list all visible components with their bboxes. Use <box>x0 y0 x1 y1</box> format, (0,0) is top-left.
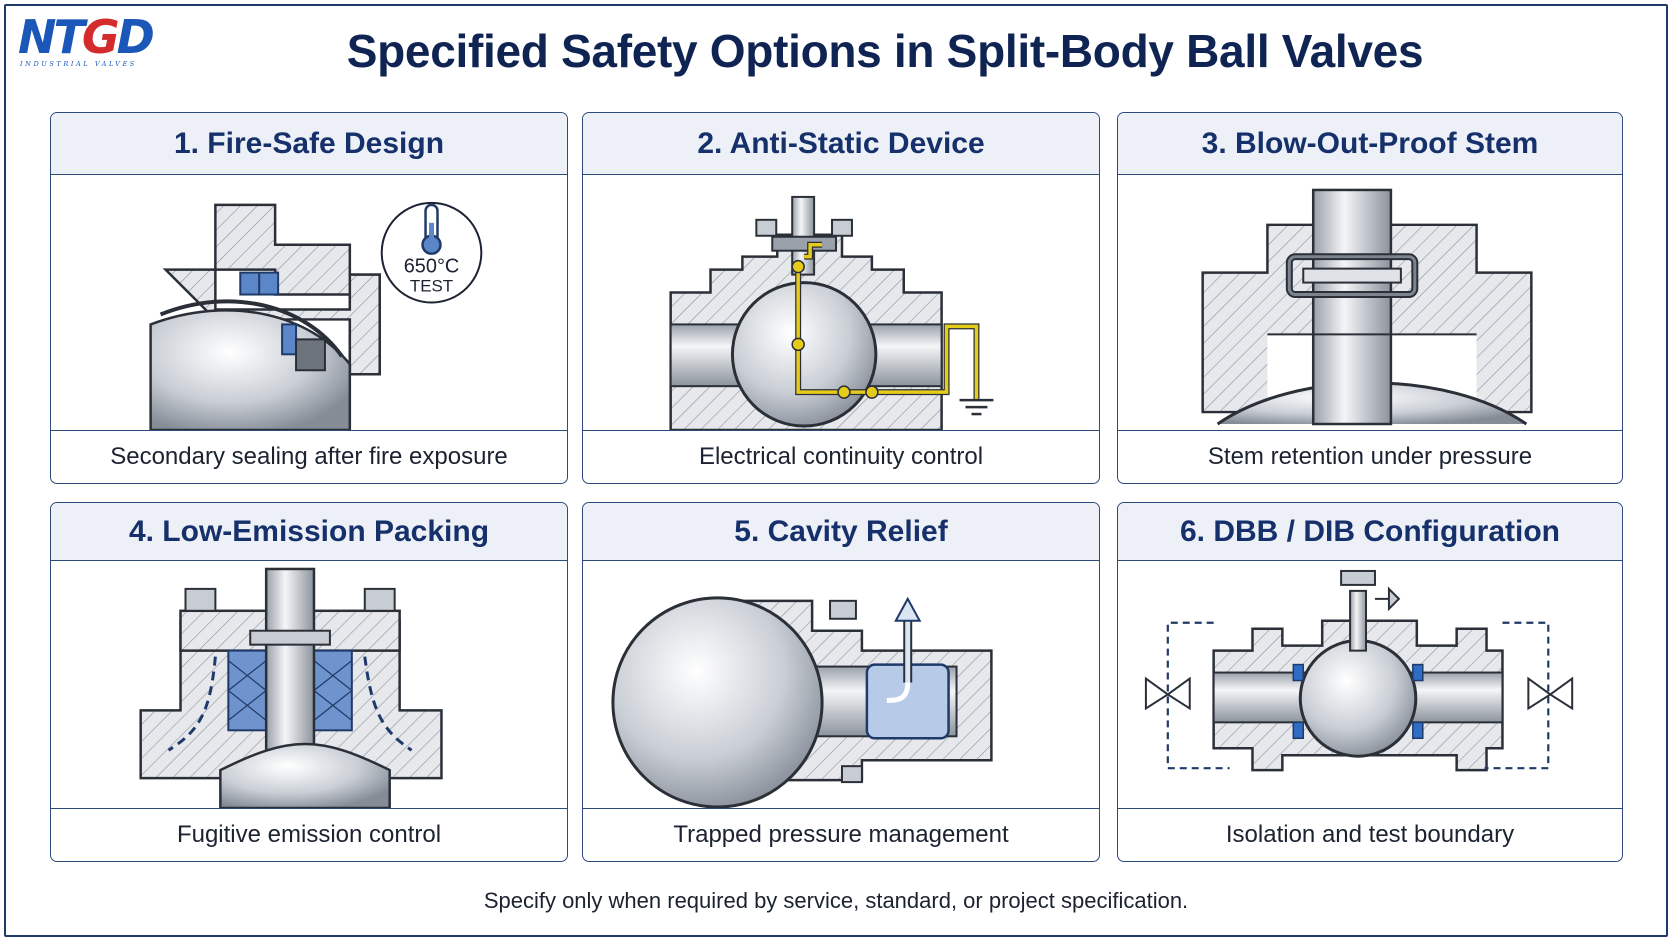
ground-symbol-icon <box>959 398 994 416</box>
badge-temperature: 650°C <box>404 256 460 278</box>
blow-out-proof-illustration <box>1201 188 1533 426</box>
dbb-dib-diagram <box>1118 561 1622 809</box>
anti-static-diagram <box>583 175 1099 431</box>
dbb-dib-illustration <box>1144 569 1574 772</box>
badge-label: TEST <box>410 277 453 296</box>
card-caption: Secondary sealing after fire exposure <box>110 443 508 470</box>
footnote: Specify only when required by service, s… <box>483 888 1189 913</box>
page-title: Specified Safety Options in Split-Body B… <box>346 25 1424 77</box>
card-blow-out-proof-stem: 3. Blow-Out-Proof Stem Stem retention un… <box>1117 112 1623 484</box>
low-emission-illustration <box>139 567 443 808</box>
page-frame <box>4 4 1668 937</box>
cavity-relief-illustration <box>611 596 993 808</box>
card-heading: 2. Anti-Static Device <box>583 113 1099 175</box>
card-caption: Stem retention under pressure <box>1207 443 1533 470</box>
blow-out-proof-diagram <box>1118 175 1622 431</box>
card-heading: 5. Cavity Relief <box>583 503 1099 561</box>
logo-subtitle: INDUSTRIAL VALVES <box>20 60 137 68</box>
card-heading: 1. Fire-Safe Design <box>51 113 567 175</box>
cavity-relief-diagram <box>583 561 1099 809</box>
card-caption: Fugitive emission control <box>176 821 442 848</box>
card-caption: Electrical continuity control <box>698 443 984 470</box>
card-anti-static-device: 2. Anti-Static Device Electrical continu… <box>582 112 1100 484</box>
card-caption: Isolation and test boundary <box>1225 821 1515 848</box>
card-heading: 6. DBB / DIB Configuration <box>1118 503 1622 561</box>
logo-mark: NTGD <box>18 10 155 64</box>
thermometer-badge: 650°C TEST <box>380 201 483 304</box>
card-low-emission-packing: 4. Low-Emission Packing Fugitive emissio… <box>50 502 568 862</box>
right-isolation-valve-icon <box>1527 676 1574 711</box>
card-cavity-relief: 5. Cavity Relief Trapped pressure manage… <box>582 502 1100 862</box>
low-emission-diagram <box>51 561 567 809</box>
card-dbb-dib-configuration: 6. DBB / DIB Configuration Isolation and… <box>1117 502 1623 862</box>
fire-safe-illustration: 650°C TEST <box>149 201 483 430</box>
fire-safe-diagram: 650°C TEST <box>51 175 567 431</box>
anti-static-illustration <box>669 195 994 430</box>
company-logo: NTGD INDUSTRIAL VALVES <box>18 14 168 70</box>
left-isolation-valve-icon <box>1144 676 1191 711</box>
card-heading: 3. Blow-Out-Proof Stem <box>1118 113 1622 175</box>
card-fire-safe-design: 1. Fire-Safe Design 650°C TEST Secondary… <box>50 112 568 484</box>
card-caption: Trapped pressure management <box>673 821 1009 848</box>
card-heading: 4. Low-Emission Packing <box>51 503 567 561</box>
